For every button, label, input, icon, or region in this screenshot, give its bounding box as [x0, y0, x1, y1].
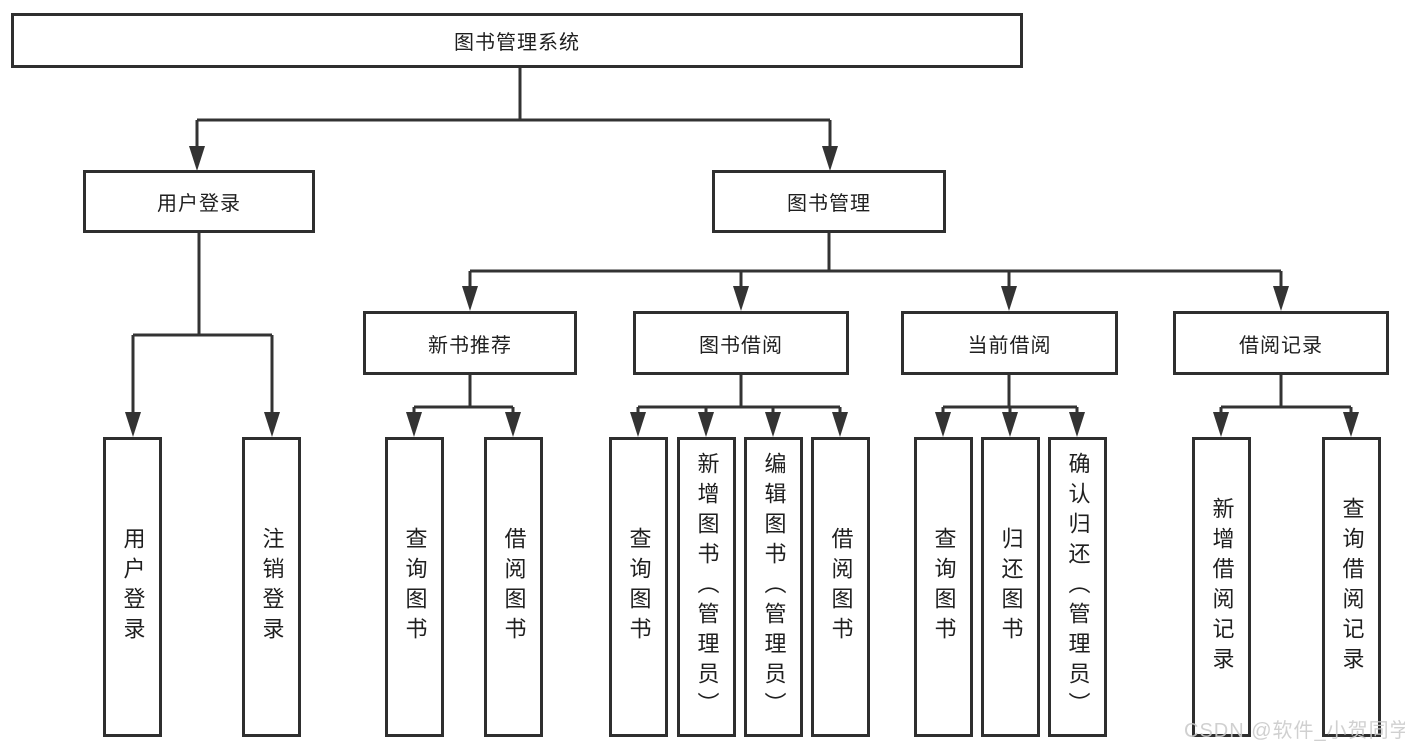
leaf-query-books-current: 查询图书 [914, 437, 973, 737]
node-user-login: 用户登录 [83, 170, 315, 233]
node-library-management-system: 图书管理系统 [11, 13, 1023, 68]
leaf-edit-books-admin: 编辑图书（管理员） [744, 437, 803, 737]
leaf-query-borrow-record: 查询借阅记录 [1322, 437, 1381, 737]
node-book-borrowing: 图书借阅 [633, 311, 849, 375]
node-borrowing-records: 借阅记录 [1173, 311, 1389, 375]
leaf-user-login: 用户登录 [103, 437, 162, 737]
leaf-add-borrow-record: 新增借阅记录 [1192, 437, 1251, 737]
leaf-return-books: 归还图书 [981, 437, 1040, 737]
leaf-query-books-borrowing: 查询图书 [609, 437, 668, 737]
leaf-confirm-return-admin: 确认归还（管理员） [1048, 437, 1107, 737]
leaf-borrow-books-recommend: 借阅图书 [484, 437, 543, 737]
leaf-logout-login: 注销登录 [242, 437, 301, 737]
leaf-borrow-books: 借阅图书 [811, 437, 870, 737]
node-current-borrowing: 当前借阅 [901, 311, 1118, 375]
leaf-query-books-recommend: 查询图书 [385, 437, 444, 737]
node-new-book-recommendation: 新书推荐 [363, 311, 577, 375]
node-book-management: 图书管理 [712, 170, 946, 233]
leaf-add-books-admin: 新增图书（管理员） [677, 437, 736, 737]
